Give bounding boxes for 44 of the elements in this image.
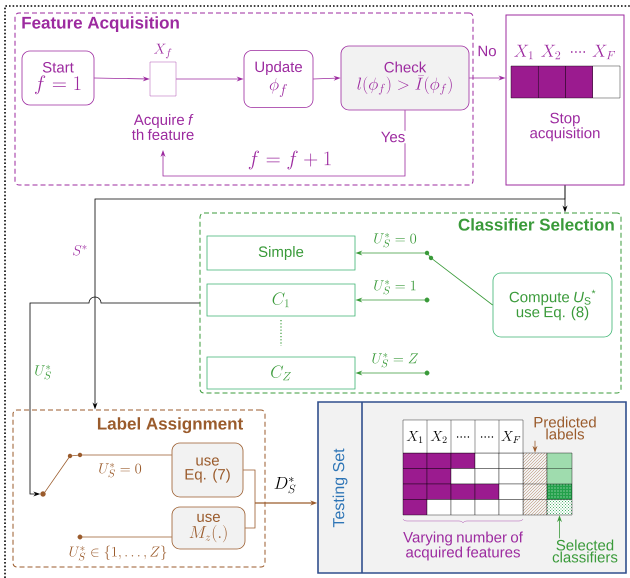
edge-label: $U_{S}^{*}=0$ xyxy=(372,232,418,248)
decision-box: Check $l(\phi_{f})>\bar{I}(\phi_{f})$ xyxy=(340,46,470,110)
process-box: Compute U$_{S}$* use Eq. (8) xyxy=(492,272,612,338)
process-box: Update $\phi_{f}$ xyxy=(244,50,314,108)
math-label: $f=f+1$ xyxy=(248,150,331,170)
arrow xyxy=(243,470,256,504)
edge-label: $U_{S}^{*}$ xyxy=(33,364,53,380)
label-column xyxy=(522,452,548,516)
math-label: $X_{1}$ xyxy=(514,44,533,60)
arrow xyxy=(245,502,256,528)
classifier-box: Simple xyxy=(206,236,356,270)
start-box: Start $f=1$ xyxy=(22,50,94,106)
arrow xyxy=(160,110,406,176)
label-text: .... xyxy=(571,51,585,53)
label-text: .... xyxy=(480,436,494,438)
connector-line xyxy=(82,536,172,538)
math-label: $X_{F}$ xyxy=(592,44,615,60)
classifier-column xyxy=(547,453,572,500)
label-text: .... xyxy=(456,436,470,438)
edge-label: No xyxy=(476,44,498,58)
feature-label: $X_{f}$ xyxy=(154,44,172,58)
math-label: $D_{S}^{*}$ xyxy=(274,476,296,494)
edge-label: $S^{*}$ xyxy=(71,244,89,256)
edge-label: $U_{S}^{*}=0$ xyxy=(97,462,143,478)
edge-label: $U_{S}^{*}=Z$ xyxy=(370,352,420,368)
switch-pivot xyxy=(40,491,46,497)
math-label: $X_{2}$ xyxy=(430,431,447,443)
process-box: use Eq. (7) xyxy=(172,442,244,498)
edge-label: $U_{S}^{*}\in\{1,\ldots,Z\}$ xyxy=(68,544,168,562)
label-text: Varying number of acquired features xyxy=(403,532,523,560)
math-label: $X_{2}$ xyxy=(541,44,560,60)
node-label: Acquire f th feature xyxy=(132,114,194,140)
classifier-box: $C_{1}$ xyxy=(206,284,356,316)
callout-text: Selected classifiers xyxy=(552,539,618,562)
classifier-column xyxy=(546,452,572,516)
feature-square xyxy=(150,62,176,96)
connector-line xyxy=(44,454,172,492)
edge-label: $U_{S}^{*}=1$ xyxy=(372,278,418,296)
edge-label: Yes xyxy=(380,130,406,144)
math-label: $X_{F}$ xyxy=(501,431,520,443)
classifier-box: $C_{Z}$ xyxy=(206,356,356,390)
math-label: $X_{1}$ xyxy=(406,431,422,443)
process-box: use $M_{z}(.)$ xyxy=(172,506,246,550)
callout-text: Predicted labels xyxy=(534,416,596,440)
